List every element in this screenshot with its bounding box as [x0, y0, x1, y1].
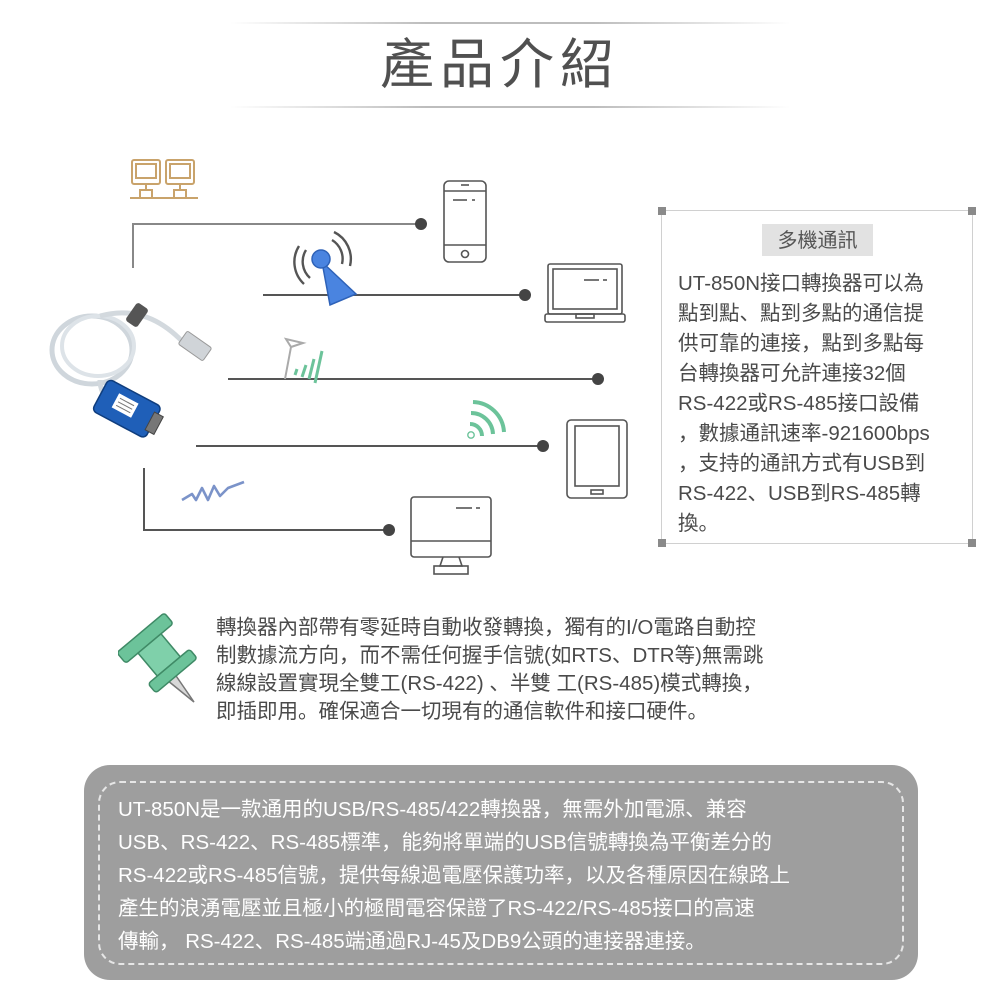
info-line: RS-422、USB到RS-485轉: [678, 482, 921, 505]
paragraph-line: 即插即用。確保適合一切現有的通信軟件和接口硬件。: [216, 700, 708, 723]
box-corner: [968, 207, 976, 215]
connector-line: [143, 468, 145, 530]
info-paragraph: UT-850N接口轉換器可以為 點到點、點到多點的通信提 供可靠的連接，點到多點…: [678, 269, 978, 539]
connector-line: [132, 224, 134, 268]
page-title: 產品介紹: [380, 33, 620, 96]
info-line: RS-422或RS-485接口設備: [678, 392, 920, 415]
network-computers-icon: [130, 158, 198, 204]
summary-line: UT-850N是一款通用的USB/RS-485/422轉換器，無需外加電源、兼容: [118, 798, 747, 821]
usb-converter-cable-image: [40, 290, 220, 440]
info-line: 換。: [678, 512, 719, 535]
converter-feature-paragraph: 轉換器內部帶有零延時自動收發轉換，獨有的I/O電路自動控 制數據流方向，而不需任…: [216, 614, 876, 726]
summary-paragraph: UT-850N是一款通用的USB/RS-485/422轉換器，無需外加電源、兼容…: [118, 793, 918, 958]
connector-line: [132, 223, 422, 225]
broadcast-tower-icon: [292, 228, 362, 306]
box-corner: [658, 539, 666, 547]
section-tag: 多機通訊: [762, 224, 873, 256]
summary-line: 產生的浪湧電壓並且極小的極間電容保證了RS-422/RS-485接口的高速: [118, 897, 755, 920]
box-corner: [968, 539, 976, 547]
header-top-rule: [230, 22, 790, 24]
multi-machine-communication-box: 多機通訊 UT-850N接口轉換器可以為 點到點、點到多點的通信提 供可靠的連接…: [658, 207, 976, 547]
summary-line: 傳輸， RS-422、RS-485端通過RJ-45及DB9公頭的連接器連接。: [118, 930, 706, 953]
info-line: 供可靠的連接，點到多點每: [678, 332, 924, 355]
wifi-arcs-icon: [466, 396, 512, 440]
info-line: 點到點、點到多點的通信提: [678, 302, 924, 325]
connector-line: [196, 445, 542, 447]
pushpin-icon: [118, 612, 198, 704]
box-corner: [658, 207, 666, 215]
dashed-border: [98, 781, 904, 965]
zigzag-wave-icon: [180, 474, 246, 504]
info-line: ，數據通訊速率-921600bps: [678, 422, 930, 445]
paragraph-line: 制數據流方向，而不需任何握手信號(如RTS、DTR等)無需跳: [216, 644, 764, 667]
product-summary-panel: UT-850N是一款通用的USB/RS-485/422轉換器，無需外加電源、兼容…: [84, 765, 918, 980]
desktop-monitor-icon: [410, 496, 492, 576]
paragraph-line: 轉換器內部帶有零延時自動收發轉換，獨有的I/O電路自動控: [216, 616, 756, 639]
smartphone-icon: [443, 180, 487, 264]
info-line: ，支持的通訊方式有USB到: [678, 452, 926, 475]
paragraph-line: 線線設置實現全雙工(RS-422) 、半雙 工(RS-485)模式轉換，: [216, 672, 763, 695]
header-bottom-rule: [230, 106, 790, 108]
summary-line: USB、RS-422、RS-485標準，能夠將單端的USB信號轉換為平衡差分的: [118, 831, 772, 854]
antenna-signal-bars-icon: [283, 337, 339, 387]
tablet-icon: [566, 419, 628, 499]
laptop-icon: [544, 263, 626, 325]
summary-line: RS-422或RS-485信號，提供每線過電壓保護功率，以及各種原因在線路上: [118, 864, 791, 887]
connector-line: [143, 529, 389, 531]
info-line: UT-850N接口轉換器可以為: [678, 272, 925, 295]
connector-dot: [537, 440, 549, 452]
connector-dot: [383, 524, 395, 536]
connector-dot: [592, 373, 604, 385]
connector-dot: [519, 289, 531, 301]
info-line: 台轉換器可允許連接32個: [678, 362, 906, 385]
connector-dot: [415, 218, 427, 230]
connector-line: [263, 294, 525, 296]
connector-line: [228, 378, 598, 380]
